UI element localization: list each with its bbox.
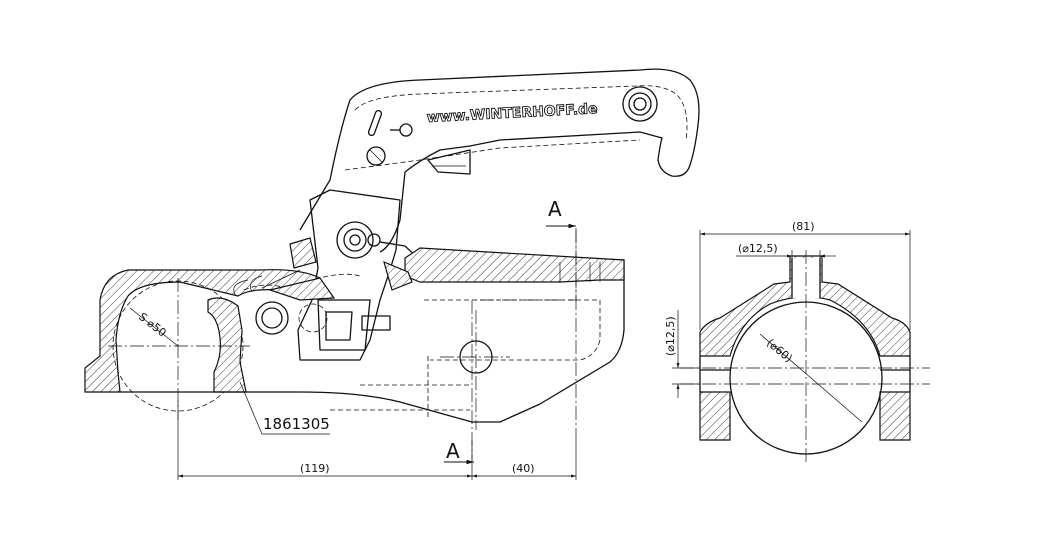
locking-arm <box>297 189 401 361</box>
part-number: 1861305 <box>263 415 330 433</box>
section-marker-bottom: A <box>444 439 474 465</box>
dim-119: (119) <box>300 462 330 475</box>
section-marker-top: A <box>546 197 576 229</box>
dim-ball-60: (⌀60) <box>764 336 795 365</box>
body-top-plate <box>404 247 625 283</box>
pin <box>366 146 386 166</box>
dim-vertical-12-5: (⌀12,5) <box>664 316 677 356</box>
clamp-jaw <box>207 297 247 393</box>
handle <box>299 68 700 253</box>
side-view: www.WINTERHOFF.de <box>84 68 700 480</box>
svg-text:A: A <box>446 439 460 463</box>
section-view: (⌀60) (81) (⌀12,5) (⌀12,5) <box>664 220 930 462</box>
drawbar-hidden <box>424 299 601 420</box>
handle-pivot-outer <box>622 86 658 122</box>
section-jaw-left <box>699 391 731 441</box>
svg-text:A: A <box>548 197 562 221</box>
indicator-left <box>255 301 289 335</box>
dim-width-81: (81) <box>792 220 815 233</box>
release-lever <box>427 149 471 175</box>
socket-housing <box>84 269 321 393</box>
dim-hole-12-5: (⌀12,5) <box>738 242 778 255</box>
dim-40: (40) <box>512 462 535 475</box>
coupling-body <box>120 241 625 423</box>
dim-sphere-50: S ⌀50 <box>136 310 169 339</box>
brand-text: www.WINTERHOFF.de <box>426 101 598 126</box>
section-jaw-right <box>879 391 911 441</box>
